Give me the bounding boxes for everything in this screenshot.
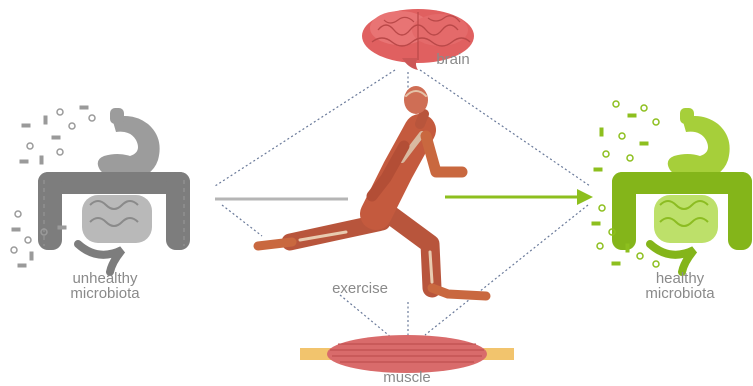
healthy-label-line2: microbiota	[610, 286, 750, 301]
healthy-gut-icon	[612, 108, 752, 272]
line-brain-unhealthy	[215, 70, 395, 186]
exercise-label: exercise	[300, 281, 420, 296]
line-unhealthy-exercise	[222, 205, 262, 236]
connection-lines	[215, 70, 590, 338]
unhealthy-label-line2: microbiota	[40, 286, 170, 301]
line-exercise-muscle-left	[340, 295, 392, 338]
arrow-right-icon	[445, 189, 593, 205]
unhealthy-microbiota-label: unhealthy microbiota	[40, 271, 170, 301]
unhealthy-label-line1: unhealthy	[40, 271, 170, 286]
healthy-microbiota-label: healthy microbiota	[610, 271, 750, 301]
runner-figure	[258, 86, 486, 296]
brain-label: brain	[418, 52, 488, 67]
healthy-label-line1: healthy	[610, 271, 750, 286]
line-healthy-muscle	[425, 205, 588, 335]
muscle-fiber-icon	[300, 335, 514, 373]
muscle-label: muscle	[362, 370, 452, 385]
unhealthy-gut-icon	[38, 108, 190, 272]
